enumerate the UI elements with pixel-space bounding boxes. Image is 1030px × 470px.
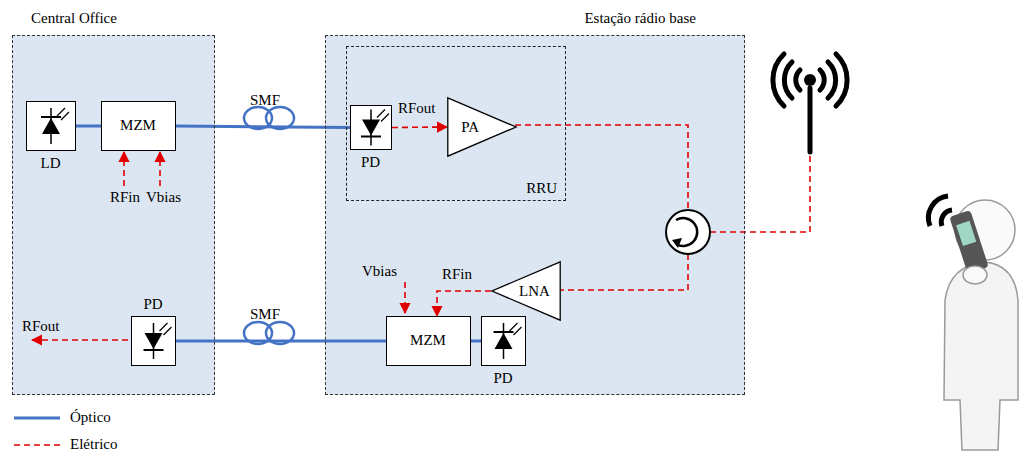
edge-label: RFout — [398, 100, 436, 117]
optical-fiber — [176, 126, 350, 128]
component-label: LNA — [519, 283, 550, 300]
component-label: PD — [143, 296, 162, 313]
component-label: PD — [493, 370, 512, 387]
amplifier-triangle — [447, 97, 517, 157]
component-label: MZM — [410, 332, 446, 349]
rru-region: PD PA RRU — [346, 46, 566, 201]
signal-label: RFout — [22, 318, 60, 335]
power-amplifier: PA — [447, 97, 517, 157]
signal-label: Vbias — [362, 263, 397, 280]
fiber-coil — [244, 107, 294, 344]
photodiode: PD — [350, 105, 392, 150]
optical-fiber — [76, 125, 101, 128]
legend-text: Elétrico — [70, 436, 117, 453]
region-title: Estação rádio base — [584, 10, 696, 27]
photodiode: PD — [131, 316, 176, 366]
electrical-signal — [437, 291, 491, 316]
region-fill — [325, 35, 745, 395]
component-label: PA — [461, 119, 479, 136]
component-label: LD — [41, 155, 61, 172]
edge-label: SMF — [250, 92, 280, 109]
diode-symbol — [350, 105, 392, 150]
laser-diode: LD — [26, 101, 76, 151]
electrical-signal — [392, 126, 447, 128]
component-label: PD — [361, 154, 380, 171]
optical-fiber — [176, 340, 386, 343]
base-station-region: PDPARRULNAMZMPDEstação rádio base — [325, 35, 745, 395]
edge-label: SMF — [250, 306, 280, 323]
antenna-icon — [773, 54, 847, 152]
laser-diode: PD — [481, 316, 526, 366]
electrical-wire — [32, 125, 810, 340]
legend-sample — [14, 418, 60, 445]
modulator-box: MZM — [386, 316, 471, 366]
low-noise-amplifier: LNA — [491, 261, 561, 321]
edge-label: RFin — [442, 266, 472, 283]
central-office-region: LDMZMPDCentral Office — [12, 35, 215, 395]
diode-symbol — [26, 101, 76, 151]
modulator-box: MZM — [101, 101, 176, 151]
user-figure — [928, 196, 1018, 450]
circulator — [666, 210, 710, 254]
component-label: MZM — [120, 117, 156, 134]
region-title: RRU — [526, 180, 557, 197]
optical-fiber — [471, 340, 481, 343]
signal-label: RFin — [110, 189, 140, 206]
diode-symbol — [131, 316, 176, 366]
legend-text: Óptico — [70, 409, 111, 426]
region-title: Central Office — [31, 10, 117, 27]
diode-symbol — [481, 316, 526, 366]
signal-label: Vbias — [146, 189, 181, 206]
